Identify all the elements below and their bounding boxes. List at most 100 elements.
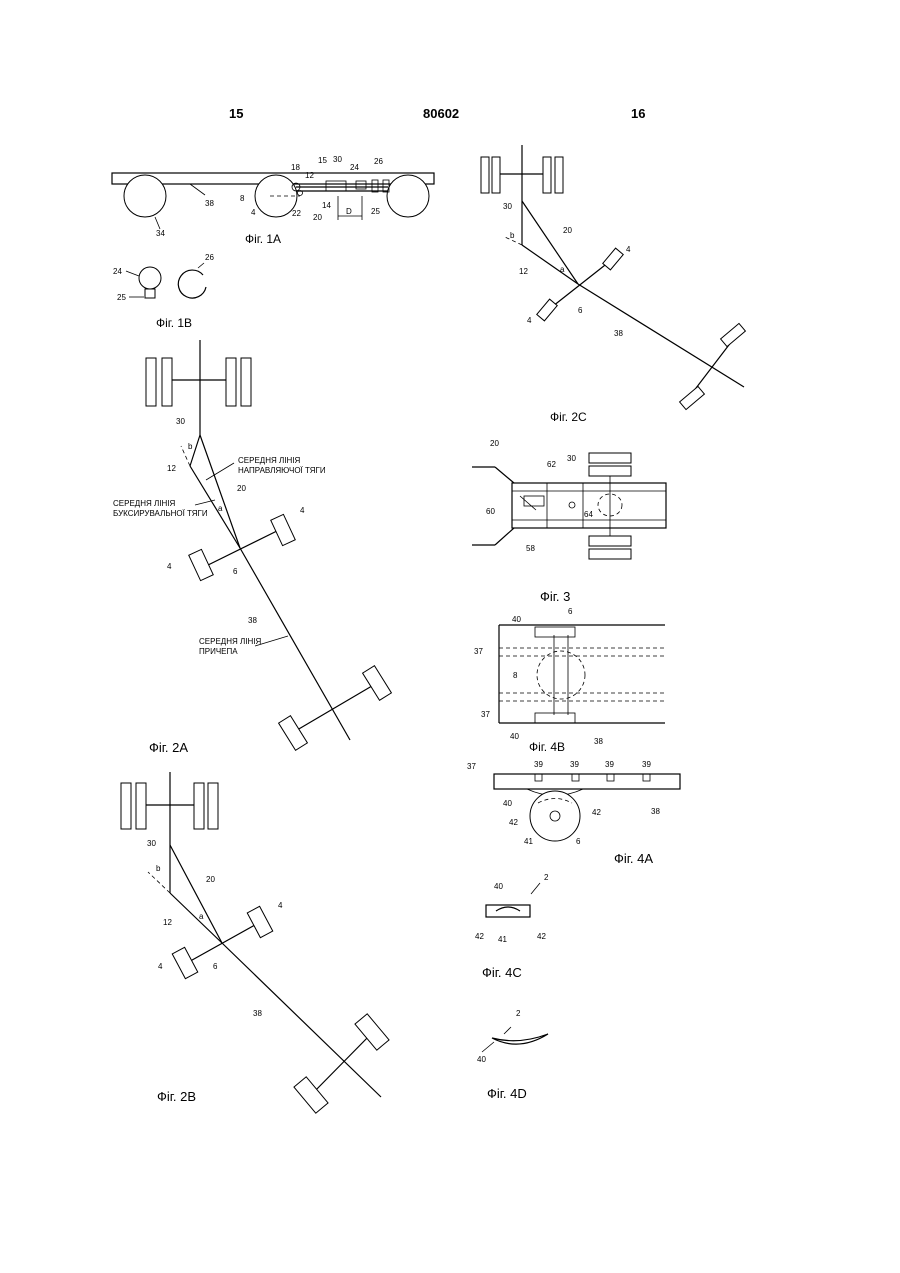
fig1a-label-25: 25 [371,207,380,216]
fig1b-label-24: 24 [113,267,122,276]
fig4b-label-37a: 37 [474,647,483,656]
fig1a-label-30: 30 [333,155,342,164]
fig2a-label-38: 38 [248,616,257,625]
fig4a-label-39d: 39 [642,760,651,769]
fig1a-label-14: 14 [322,201,331,210]
fig3-label-64: 64 [584,510,593,519]
fig3-label-30: 30 [567,454,576,463]
fig2a-label-4b: 4 [167,562,172,571]
fig1a-label-4: 4 [251,208,256,217]
fig1a-label-8: 8 [240,194,245,203]
fig4c-label-41: 41 [498,935,507,944]
fig4b-caption: Фіг. 4В [529,740,565,754]
fig4c-label-40: 40 [494,882,503,891]
fig2c-label-30: 30 [503,202,512,211]
fig1a-label-22: 22 [292,209,301,218]
rear-wheel [387,175,429,217]
figure-3: 20 62 30 60 64 58 Фіг. 3 [472,439,666,604]
fig1a-label-12: 12 [305,171,314,180]
fig2a-note-trailer-1: СЕРЕДНЯ ЛІНІЯ [199,637,261,646]
figure-2b: 30 b 20 12 a 4 4 6 38 Фіг. 2В [121,772,389,1113]
figure-4d: 2 40 Фіг. 4D [477,1009,548,1101]
fig2b-label-6: 6 [213,962,218,971]
fig1a-label-D: D [346,207,352,216]
fig4c-label-42b: 42 [537,932,546,941]
fig4b-label-38: 38 [594,737,603,746]
fig4b-label-40a: 40 [512,615,521,624]
fig1a-label-24: 24 [350,163,359,172]
fig1a-label-38: 38 [205,199,214,208]
figure-2c: 30 b 20 12 a 4 4 6 38 Фіг. 2С [481,145,745,424]
fig2c-label-a: a [560,265,565,274]
fig2c-label-12: 12 [519,267,528,276]
fig2b-label-b: b [156,864,161,873]
fig4c-label-42a: 42 [475,932,484,941]
fig4a-label-40: 40 [503,799,512,808]
figure-4b: 40 6 37 8 37 40 38 Фіг. 4В [474,607,665,754]
fig2c-label-38: 38 [614,329,623,338]
fig2a-label-30: 30 [176,417,185,426]
fig2a-note-tow-bar-1: СЕРЕДНЯ ЛІНІЯ [113,499,175,508]
fig2a-label-4a: 4 [300,506,305,515]
fig4a-label-6: 6 [576,837,581,846]
fig3-label-58: 58 [526,544,535,553]
trailer-wheel-34 [124,175,166,217]
fig4b-label-40b: 40 [510,732,519,741]
fig4a-label-39c: 39 [605,760,614,769]
fig4d-label-2: 2 [516,1009,521,1018]
fig2b-label-4a: 4 [278,901,283,910]
fig2c-label-4b: 4 [527,316,532,325]
fig4b-label-8: 8 [513,671,518,680]
fig4a-label-41: 41 [524,837,533,846]
fig4c-label-2: 2 [544,873,549,882]
fig4b-label-6: 6 [568,607,573,616]
fig3-label-62: 62 [547,460,556,469]
ball-24 [139,267,161,289]
fig3-caption: Фіг. 3 [540,589,570,604]
fig2b-label-20: 20 [206,875,215,884]
fig4d-caption: Фіг. 4D [487,1086,527,1101]
fig1a-caption: Фіг. 1А [245,232,281,246]
fig3-label-60: 60 [486,507,495,516]
fig2a-label-12: 12 [167,464,176,473]
fig2a-label-6: 6 [233,567,238,576]
fig1a-label-34: 34 [156,229,165,238]
fig3-label-20: 20 [490,439,499,448]
fig2a-label-a: a [218,504,223,513]
fig2c-label-20: 20 [563,226,572,235]
fig4b-label-37b: 37 [481,710,490,719]
fig1a-label-18: 18 [291,163,300,172]
figure-1a: 18 15 30 24 26 12 8 4 22 14 20 D 25 38 3… [112,155,434,246]
fig2b-label-38: 38 [253,1009,262,1018]
fig1a-label-15: 15 [318,156,327,165]
fig4a-caption: Фіг. 4А [614,851,653,866]
fig4a-label-37: 37 [467,762,476,771]
fig4a-label-39b: 39 [570,760,579,769]
fig2a-note-tow-bar-2: БУКСИРУВАЛЬНОЇ ТЯГИ [113,509,208,518]
fig2a-caption: Фіг. 2А [149,740,188,755]
fig4a-label-42a: 42 [509,818,518,827]
fig2a-note-guide-rod-2: НАПРАВЛЯЮЧОЇ ТЯГИ [238,466,326,475]
fig2c-label-6: 6 [578,306,583,315]
fig2b-label-a: a [199,912,204,921]
figure-2a: 30 b 12 20 a 4 4 6 38 СЕРЕДНЯ ЛІНІЯ НАПР… [113,340,391,755]
fig1a-label-20: 20 [313,213,322,222]
fig2c-caption: Фіг. 2С [550,410,587,424]
figure-4a: 37 39 39 39 39 40 42 42 41 6 38 Фіг. 4А [467,760,680,866]
fig2c-label-b: b [510,231,515,240]
fig2b-label-12: 12 [163,918,172,927]
fig4a-label-39a: 39 [534,760,543,769]
fig1a-label-26: 26 [374,157,383,166]
front-wheel-4 [255,175,297,217]
fig4d-label-40: 40 [477,1055,486,1064]
fig2a-label-b: b [188,442,193,451]
fig4a-label-38: 38 [651,807,660,816]
fig2b-caption: Фіг. 2В [157,1089,196,1104]
fig4a-label-42b: 42 [592,808,601,817]
fig2a-label-20: 20 [237,484,246,493]
ring-26 [178,270,206,298]
fig2a-note-trailer-2: ПРИЧЕПА [199,647,238,656]
fig4c-caption: Фіг. 4С [482,965,522,980]
fig2a-note-guide-rod-1: СЕРЕДНЯ ЛІНІЯ [238,456,300,465]
figure-1b: 24 25 26 Фіг. 1В [113,253,214,330]
